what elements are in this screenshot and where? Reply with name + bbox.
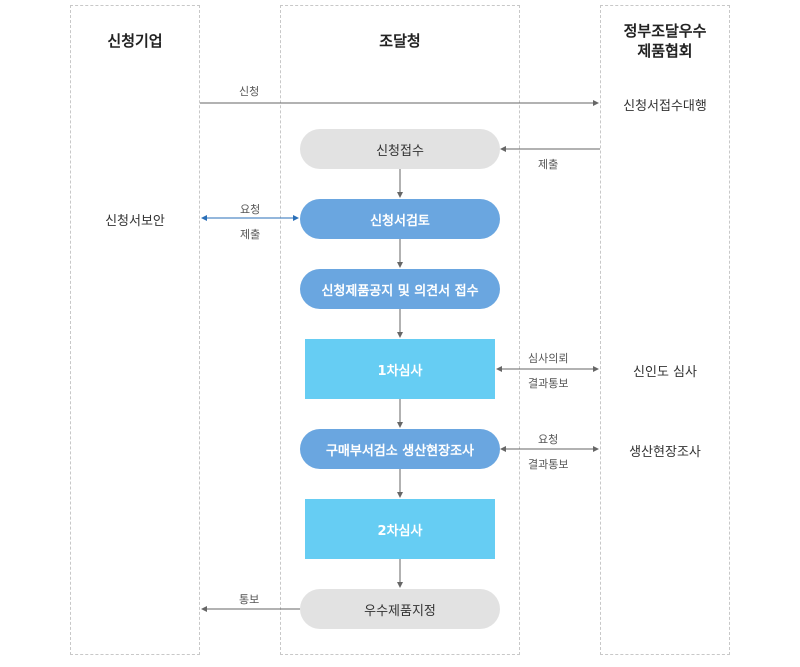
label-request: 요청 (240, 203, 261, 216)
lane-title-pps: 조달청 (379, 32, 421, 50)
lane-applicant (70, 5, 200, 655)
lane-association (600, 5, 730, 655)
association-onsite-label: 생산현장조사 (629, 445, 701, 460)
lane-pps (280, 5, 520, 655)
node-review: 신청서검토 (300, 199, 500, 239)
applicant-supplement-label: 신청서보안 (105, 214, 165, 229)
node-first-review: 1차심사 (305, 339, 495, 399)
label-result-notice-1: 결과통보 (528, 377, 569, 390)
label-notify: 통보 (239, 593, 260, 606)
node-designation: 우수제품지정 (300, 589, 500, 629)
association-proxy-label: 신청서접수대행 (623, 99, 707, 114)
lane-title-association-line1: 정부조달우수 (623, 22, 707, 40)
node-second-review: 2차심사 (305, 499, 495, 559)
node-notice: 신청제품공지 및 의견서 접수 (300, 269, 500, 309)
label-submit-review: 제출 (240, 228, 261, 241)
lane-title-association-line2: 제품협회 (637, 42, 693, 60)
label-submit-receipt: 제출 (538, 158, 559, 171)
label-result-notice-2: 결과통보 (528, 458, 569, 471)
node-onsite-inspection: 구매부서검소 생산현장조사 (300, 429, 500, 469)
association-reliability-label: 신인도 심사 (633, 365, 697, 380)
label-onsite-request: 요청 (538, 433, 559, 446)
label-review-request: 심사의뢰 (528, 352, 569, 365)
lane-title-applicant: 신청기업 (107, 32, 163, 50)
node-receipt: 신청접수 (300, 129, 500, 169)
label-apply: 신청 (239, 85, 260, 98)
